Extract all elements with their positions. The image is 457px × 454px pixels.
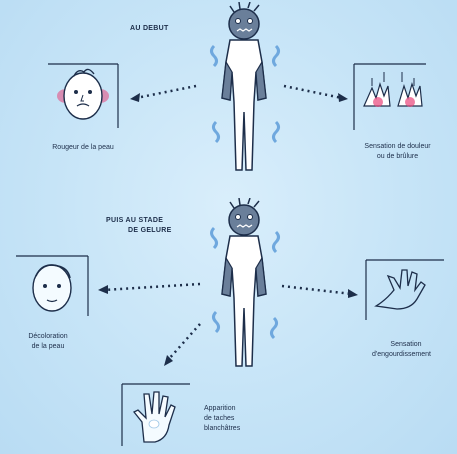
stage1-right-caption-1: Sensation de douleur xyxy=(340,142,455,151)
dotted-arrow-icon xyxy=(98,284,200,294)
stage2-bottom-caption-2: de taches xyxy=(204,414,234,423)
face-icon xyxy=(44,62,120,130)
stage1-left-caption: Rougeur de la peau xyxy=(28,143,138,152)
hands-pain-panel xyxy=(350,62,434,132)
hand-icon xyxy=(118,378,194,448)
face-icon xyxy=(12,254,90,320)
hands-icon xyxy=(350,62,434,132)
stage2-left-caption-2: de la peau xyxy=(0,342,96,351)
hand-icon xyxy=(362,258,448,322)
stage2-bottom-caption-1: Apparition xyxy=(204,404,236,413)
shivering-person-icon xyxy=(196,198,296,378)
face-redness-panel xyxy=(44,62,120,130)
dotted-arrow-icon xyxy=(164,324,200,366)
stage1-right-caption-2: ou de brûlure xyxy=(340,152,455,161)
stage2-bottom-caption-3: blanchâtres xyxy=(204,424,240,433)
shivering-person-figure-1 xyxy=(196,2,296,182)
shivering-person-figure-2 xyxy=(196,198,296,378)
stage2-right-caption-1: Sensation xyxy=(356,340,456,349)
hand-numbness-panel xyxy=(362,258,448,322)
stage2-label-1: PUIS AU STADE xyxy=(106,216,163,225)
stage1-label: AU DEBUT xyxy=(130,24,169,33)
face-discoloration-panel xyxy=(12,254,90,320)
stage2-left-caption-1: Décoloration xyxy=(0,332,96,341)
stage2-label-2: DE GELURE xyxy=(128,226,172,235)
dotted-arrow-icon xyxy=(130,86,196,102)
stage2-right-caption-2: d'engourdissement xyxy=(346,350,457,359)
shivering-person-icon xyxy=(196,2,296,182)
hand-white-patches-panel xyxy=(118,378,194,448)
